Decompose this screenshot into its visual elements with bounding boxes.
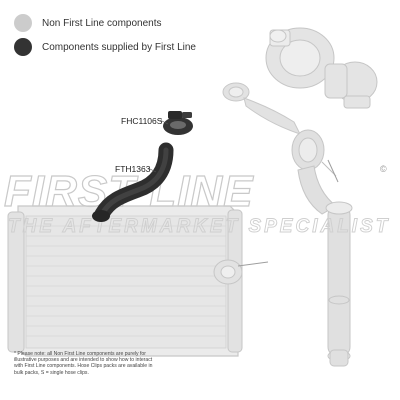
disclaimer-note: * Please note: all Non First Line compon… — [14, 351, 153, 376]
intake-pipe-assembly — [291, 129, 353, 367]
intercooler-illustration — [7, 205, 243, 357]
legend-label: Components supplied by First Line — [42, 41, 196, 53]
turbo-hose-fth1363 — [92, 142, 174, 222]
turbocharger-illustration — [265, 27, 378, 109]
copyright-symbol: © — [380, 164, 387, 174]
hose-clip-fhc1106s — [163, 111, 193, 135]
lower-pipe-connector — [213, 259, 269, 285]
part-number-hose: FTH1363 — [115, 164, 151, 174]
light-grey-circle-icon — [14, 14, 32, 32]
part-callouts: FHC1106S FTH1363 — [115, 116, 169, 174]
watermark-tagline: THE AFTERMARKET SPECIALIST — [8, 216, 390, 237]
part-number-clip: FHC1106S — [121, 116, 163, 126]
legend-item-first-line: Components supplied by First Line — [14, 38, 196, 56]
watermark: FIRST LINE THE AFTERMARKET SPECIALIST © — [3, 164, 390, 237]
dark-grey-circle-icon — [14, 38, 32, 56]
legend-item-non-first-line: Non First Line components — [14, 14, 162, 32]
legend-label: Non First Line components — [42, 17, 162, 29]
upper-pipe-connector — [222, 82, 301, 135]
